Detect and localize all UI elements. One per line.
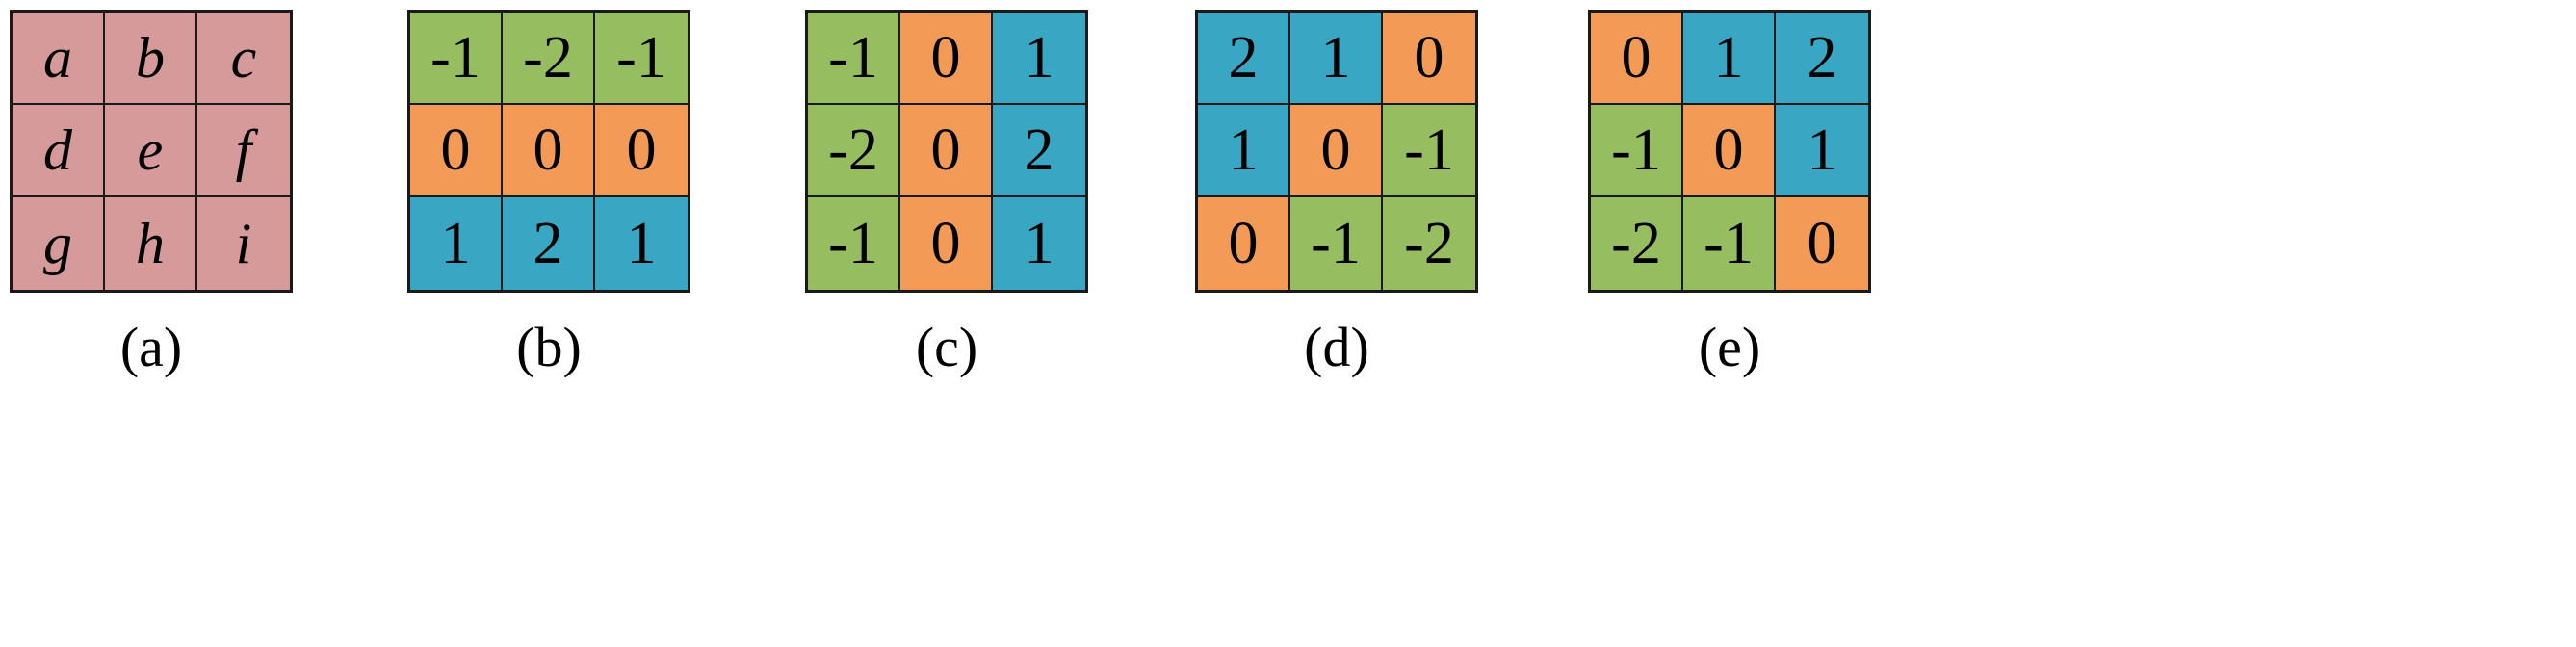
matrix-cell: 1 bbox=[993, 13, 1085, 105]
matrix-cell: -2 bbox=[1591, 197, 1683, 290]
matrix-cell: -1 bbox=[1290, 197, 1383, 290]
matrix-cell: -2 bbox=[1383, 197, 1475, 290]
matrix-cell: -2 bbox=[808, 105, 900, 197]
matrix-cell: -1 bbox=[410, 13, 503, 105]
matrix-cell: -1 bbox=[808, 197, 900, 290]
matrix-cell: 0 bbox=[1198, 197, 1290, 290]
matrix-cell: -1 bbox=[1383, 105, 1475, 197]
matrix-cell: 0 bbox=[410, 105, 503, 197]
matrix-cell: 0 bbox=[1683, 105, 1776, 197]
matrix-cell: i bbox=[197, 197, 290, 290]
matrix-cell: 2 bbox=[503, 197, 595, 290]
matrix-cell: 1 bbox=[993, 197, 1085, 290]
matrix-cell: 0 bbox=[1591, 13, 1683, 105]
matrix-cell: -1 bbox=[808, 13, 900, 105]
panel-caption: (e) bbox=[1698, 316, 1761, 378]
matrix-cell: -1 bbox=[1591, 105, 1683, 197]
matrix-cell: 0 bbox=[900, 105, 993, 197]
matrix-cell: 1 bbox=[1683, 13, 1776, 105]
matrix-cell: 0 bbox=[1383, 13, 1475, 105]
matrix-cell: f bbox=[197, 105, 290, 197]
matrix-cell: g bbox=[13, 197, 105, 290]
matrix-cell: a bbox=[13, 13, 105, 105]
matrix-cell: 0 bbox=[503, 105, 595, 197]
matrix-cell: e bbox=[105, 105, 197, 197]
matrix-cell: 1 bbox=[1290, 13, 1383, 105]
matrix-cell: 0 bbox=[595, 105, 688, 197]
matrix-cell: 0 bbox=[1290, 105, 1383, 197]
matrix-cell: 1 bbox=[410, 197, 503, 290]
panel-caption: (b) bbox=[516, 316, 582, 378]
matrix-cell: 1 bbox=[1776, 105, 1868, 197]
matrix-cell: 2 bbox=[1776, 13, 1868, 105]
matrix-cell: 0 bbox=[900, 13, 993, 105]
matrix-cell: b bbox=[105, 13, 197, 105]
matrix-cell: 2 bbox=[1198, 13, 1290, 105]
panel-caption: (a) bbox=[119, 316, 183, 378]
matrix-cell: -2 bbox=[503, 13, 595, 105]
matrix-cell: d bbox=[13, 105, 105, 197]
panel-caption: (c) bbox=[915, 316, 978, 378]
matrix-cell: -1 bbox=[1683, 197, 1776, 290]
matrix-cell: 0 bbox=[1776, 197, 1868, 290]
matrix-cell: 0 bbox=[900, 197, 993, 290]
matrix-cell: c bbox=[197, 13, 290, 105]
matrix-cell: -1 bbox=[595, 13, 688, 105]
matrix-cell: h bbox=[105, 197, 197, 290]
panel-caption: (d) bbox=[1304, 316, 1369, 378]
matrix-cell: 1 bbox=[1198, 105, 1290, 197]
matrix-cell: 1 bbox=[595, 197, 688, 290]
matrix-cell: 2 bbox=[993, 105, 1085, 197]
